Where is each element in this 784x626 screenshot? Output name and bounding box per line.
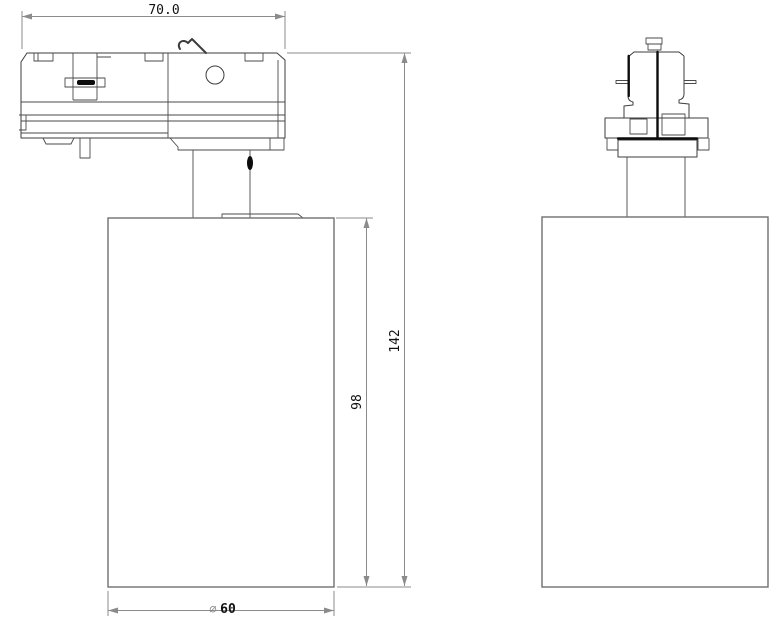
adapter-knob bbox=[645, 37, 663, 51]
total-height-extension-lines bbox=[287, 52, 411, 588]
collar-windows bbox=[629, 113, 686, 136]
neck-flange bbox=[617, 139, 698, 158]
total-height-arrow-bottom bbox=[401, 576, 408, 586]
body-height-arrow-bottom bbox=[363, 576, 370, 586]
width-top-label: 70.0 bbox=[148, 3, 179, 18]
body-height-label: 98 bbox=[350, 394, 365, 410]
lever-slot bbox=[77, 80, 95, 85]
diameter-arrow-right bbox=[324, 607, 334, 614]
cylinder-body-side bbox=[107, 217, 335, 588]
dimension-total-height: 142 bbox=[287, 52, 411, 588]
dimension-width-top: 70.0 bbox=[21, 3, 286, 49]
diameter-symbol: ⌀ bbox=[209, 602, 216, 616]
track-adapter-front bbox=[604, 37, 710, 158]
total-height-arrow-top bbox=[401, 53, 408, 63]
lamp-body-front bbox=[541, 157, 769, 588]
body-height-arrow-top bbox=[363, 218, 370, 228]
total-height-label: 142 bbox=[388, 329, 403, 352]
screw-hole bbox=[205, 65, 225, 85]
adapter-front-collar bbox=[604, 117, 709, 139]
width-arrow-left bbox=[22, 13, 32, 20]
dimensions: 70.0 142 98 bbox=[21, 3, 411, 617]
width-arrow-right bbox=[275, 13, 285, 20]
track-adapter-side bbox=[19, 38, 286, 159]
diameter-extension-lines bbox=[107, 591, 335, 616]
front-view bbox=[541, 37, 769, 588]
diameter-value-label: 60 bbox=[220, 602, 236, 617]
width-extension-lines bbox=[21, 11, 286, 49]
stem-front bbox=[626, 157, 686, 217]
stem-screw bbox=[247, 156, 253, 170]
diameter-arrow-left bbox=[108, 607, 118, 614]
spring-wire-hook bbox=[177, 38, 207, 54]
dimension-diameter: ⌀ 60 bbox=[107, 591, 335, 617]
cylinder-body-front bbox=[541, 216, 769, 588]
adapter-side-details bbox=[19, 53, 285, 159]
side-view bbox=[19, 38, 335, 588]
dimension-body-height: 98 bbox=[336, 217, 373, 586]
adapter-side-outline bbox=[20, 52, 286, 139]
lamp-body-side bbox=[107, 150, 335, 588]
